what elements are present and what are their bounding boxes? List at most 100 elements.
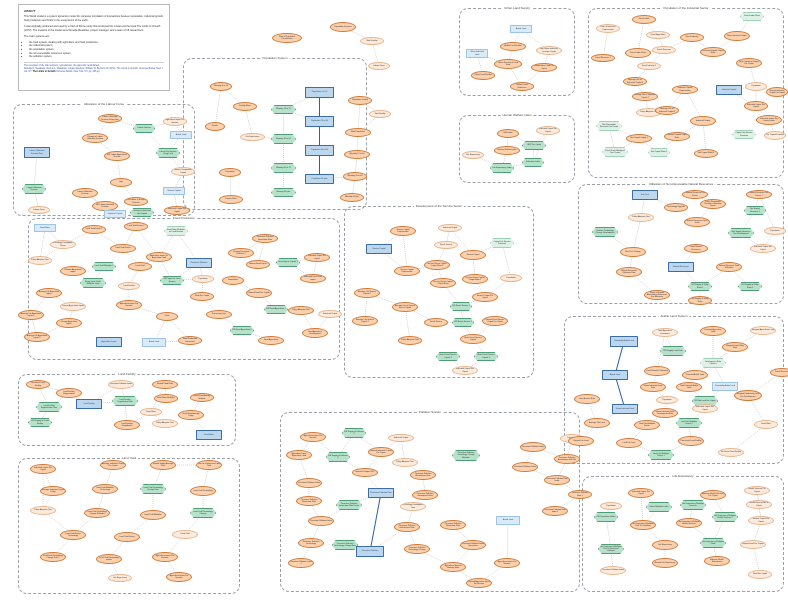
auxiliary-node[interactable]: Fossil Service xyxy=(424,318,448,327)
auxiliary-node[interactable]: HWI Index xyxy=(497,129,519,138)
auxiliary-node[interactable]: Labour Utilisation Fraction Delay Time xyxy=(98,114,122,123)
constant-node[interactable]: Policy Adoption Year xyxy=(30,506,56,515)
auxiliary-node[interactable]: Persistent Pollution Generation Rate xyxy=(296,496,322,506)
auxiliary-node[interactable]: Human Welfare Index xyxy=(494,146,520,155)
auxiliary-node[interactable]: Land Erosion Rate xyxy=(574,394,600,404)
auxiliary-node[interactable]: Policy Adoption Year xyxy=(398,336,422,345)
auxiliary-node[interactable]: Persistent Pollution Assimilation Rate xyxy=(410,470,436,480)
auxiliary-node[interactable]: Agriculture Material Intensity Index xyxy=(440,562,466,572)
constant-node[interactable]: Industrial Output Per Capita xyxy=(536,126,560,135)
auxiliary-node[interactable]: Industrial Output 2012 xyxy=(352,468,378,477)
auxiliary-node[interactable]: Policy Renewable Resource Utilisation Fa… xyxy=(700,199,726,209)
auxiliary-node[interactable]: Land Yield Technology Change Multiplier xyxy=(84,508,110,518)
auxiliary-node[interactable]: Land Yield Technology xyxy=(190,486,216,496)
constant-node[interactable]: Service Cooperative Capital xyxy=(171,167,195,176)
note-node[interactable]: Fossil Labor Ratio xyxy=(740,12,764,21)
constant-node[interactable]: Service Capital Per Capita xyxy=(748,516,774,525)
note-node[interactable]: Net Capital Ratio 2 xyxy=(648,148,670,157)
rate-node[interactable]: FIR Inputs for Land Erosion xyxy=(160,276,184,285)
auxiliary-node[interactable]: Persistent Pollution Index xyxy=(308,516,334,526)
rate-node[interactable]: Life Expectancy Multiplier Food xyxy=(700,538,726,548)
stock-node[interactable]: Food Ratio xyxy=(196,430,222,440)
auxiliary-node[interactable]: Natural Resources Total Used xyxy=(684,217,710,227)
auxiliary-node[interactable]: Average Life of Industrial Capital 2 xyxy=(632,92,658,101)
auxiliary-node[interactable]: Persistent Pollution Index xyxy=(512,462,538,472)
auxiliary-node[interactable]: Start of Continuous Land Yield xyxy=(196,460,222,470)
auxiliary-node[interactable]: Industrial Output xyxy=(690,116,716,126)
constant-node[interactable]: Fossil Reserves xyxy=(652,46,676,54)
auxiliary-node[interactable]: Persistent Pollution Assimilation Half L… xyxy=(554,454,580,464)
auxiliary-node[interactable]: Average Life Agriculture Inputs xyxy=(36,288,62,298)
rate-node[interactable]: FIR Food Agriculture 2 xyxy=(230,326,254,335)
auxiliary-node[interactable]: Land Yield xyxy=(128,262,152,271)
rate-node[interactable]: Labour Fraction xyxy=(133,124,155,133)
constant-node[interactable]: Per Capital Demand xyxy=(764,131,786,140)
auxiliary-node[interactable]: Persistent Pollution Generation Factor xyxy=(412,490,438,500)
auxiliary-node[interactable]: Normal Industrial Output Per Capita xyxy=(368,447,394,457)
auxiliary-node[interactable]: Relative Agricultural Inputs xyxy=(60,266,86,276)
auxiliary-node[interactable]: Persistent Land Fertility xyxy=(26,380,50,389)
constant-node[interactable]: Industrial Output xyxy=(438,224,462,232)
auxiliary-node[interactable]: Deaths Rate xyxy=(219,195,243,204)
constant-node[interactable]: Total Fertility xyxy=(369,110,391,118)
auxiliary-node[interactable]: Agriculture Inputs Per Hectare xyxy=(152,552,178,562)
rate-node[interactable]: Persistent Pollution Generation Rate Fac… xyxy=(336,500,362,510)
auxiliary-node[interactable]: Average Life Land xyxy=(584,418,610,428)
auxiliary-node[interactable]: Industrial Capital Output Ratio xyxy=(700,47,726,57)
auxiliary-node[interactable]: Land Life Multiplier Factor xyxy=(634,420,660,430)
auxiliary-node[interactable]: Urban Fraction of Land Used xyxy=(494,59,522,69)
constant-node[interactable]: Labour Force xyxy=(28,206,50,214)
constant-node[interactable]: Population xyxy=(500,274,522,282)
rate-node[interactable]: Land Yield Technology Change xyxy=(190,508,216,518)
stock-node[interactable]: Service Capital xyxy=(366,244,392,254)
constant-node[interactable]: Land Yield xyxy=(172,530,198,539)
constant-node[interactable]: Labour Force xyxy=(368,62,390,70)
auxiliary-node[interactable]: Urban Industrial Land Rate xyxy=(640,382,666,392)
stock-node[interactable]: Population 0 to 14 xyxy=(305,87,334,98)
rate-node[interactable]: Basic Fossil Service Capital 2 xyxy=(474,352,498,361)
rate-node[interactable]: Urban Multiplier Index xyxy=(646,502,672,512)
constant-node[interactable]: Birth Fertility xyxy=(360,37,384,45)
rate-node[interactable]: FIR Supply of Utility Ratio 2 xyxy=(738,282,762,291)
auxiliary-node[interactable]: Mortality 15 to 44 xyxy=(344,150,370,159)
rate-node[interactable]: FIR Food Agriculture 1 xyxy=(264,305,288,314)
rate-node[interactable]: Land Fertility Degradation Rate xyxy=(112,396,138,406)
auxiliary-node[interactable]: Land Potential Cultivated xyxy=(644,366,670,376)
auxiliary-node[interactable]: Land Yield Factor xyxy=(114,532,140,542)
auxiliary-node[interactable]: Persistent Pollution Index xyxy=(520,442,546,452)
auxiliary-node[interactable]: Basic Industrial Output xyxy=(724,31,750,41)
auxiliary-node[interactable]: Change Persistent Pollution 2 xyxy=(228,248,254,258)
auxiliary-node[interactable]: Persistent Pollution Technology xyxy=(298,538,324,548)
auxiliary-node[interactable]: Land Agriculture Development xyxy=(302,328,328,338)
constant-node[interactable]: Life Expectancy xyxy=(462,151,484,159)
shadow-variable-node[interactable]: Service Capital xyxy=(163,187,185,195)
auxiliary-node[interactable]: Food Ratio Multiplier xyxy=(154,394,178,403)
stock-node[interactable]: Natural Resources xyxy=(668,262,694,272)
note-node[interactable]: Capital Unit Service Provision xyxy=(732,130,756,139)
rate-node[interactable]: Labour per Industrial Unit Capital xyxy=(130,208,154,217)
constant-node[interactable]: Industrial Output Per Capita xyxy=(452,366,478,375)
rate-node[interactable]: Maturity 45 to 64 xyxy=(271,134,296,144)
rate-node[interactable]: Fossil Inputs Capital 1 xyxy=(276,258,300,267)
auxiliary-node[interactable]: Food Agriculture xyxy=(258,336,284,345)
constant-node[interactable]: Policy Adoption Year xyxy=(628,213,654,222)
auxiliary-node[interactable]: Non Tech Change xyxy=(620,247,646,257)
constant-node[interactable]: Policy Adoption Year xyxy=(152,419,178,428)
auxiliary-node[interactable]: FIR Supply of Utility Ratio xyxy=(688,296,712,305)
rate-node[interactable]: Relative Technology Change Development xyxy=(592,227,618,237)
auxiliary-node[interactable]: Persistent Pollution Technology Change xyxy=(404,544,430,554)
constant-node[interactable]: Natural Food Per Capita xyxy=(740,540,766,549)
note-node[interactable]: Development Rate Content xyxy=(700,358,726,368)
auxiliary-node[interactable]: Food Ratio Average Delay xyxy=(178,410,204,420)
constant-node[interactable]: Technology Development Phase xyxy=(50,240,76,249)
note-node[interactable]: Food Ratio Multiplier on Land Erosion xyxy=(164,226,188,236)
constant-node[interactable]: Life Expectancy xyxy=(108,574,132,582)
stock-node[interactable]: Persistent Pollution xyxy=(186,258,212,268)
rate-node[interactable]: Land Life Multiplier Factor 1 xyxy=(648,450,674,460)
constant-node[interactable]: Health Services Per Capita xyxy=(744,486,770,495)
rate-node[interactable]: Persistent Pollution Technology Change M… xyxy=(452,450,480,461)
rate-node[interactable]: Net Supply Resource 1 xyxy=(744,206,766,215)
rate-node[interactable]: FIR Population Urban xyxy=(594,512,618,522)
rate-node[interactable]: Labour Per Hectare Using Land xyxy=(156,148,180,158)
auxiliary-node[interactable]: Land Yield Multiplier Technology xyxy=(92,484,118,494)
